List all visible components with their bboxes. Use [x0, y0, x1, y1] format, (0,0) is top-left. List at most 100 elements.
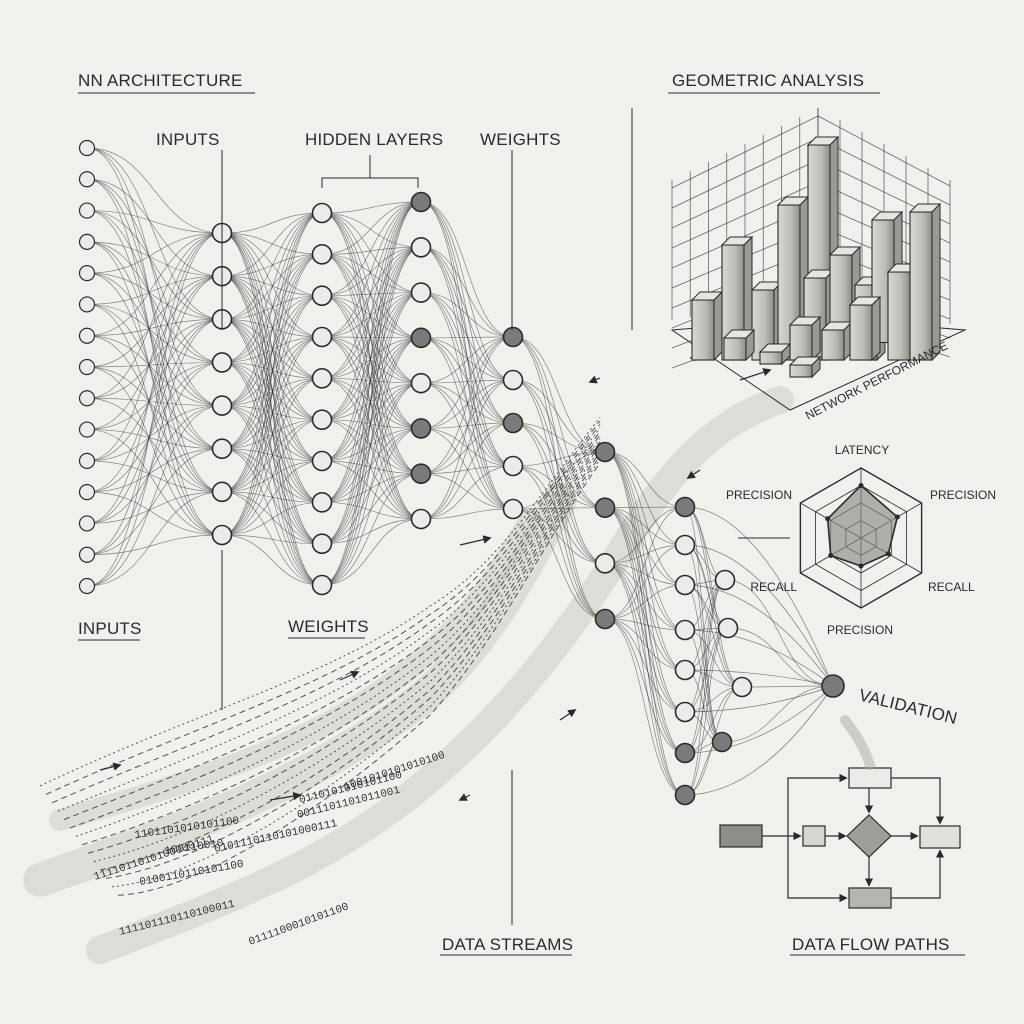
- network-node: [410, 282, 432, 303]
- stream-line: [117, 462, 601, 896]
- connection-line: [604, 507, 686, 796]
- stream-line: [81, 441, 601, 846]
- connection-line: [321, 336, 422, 429]
- flow-link: [787, 836, 848, 903]
- hidden-layers-label: HIDDEN LAYERS: [305, 130, 443, 149]
- connection-line: [221, 362, 323, 462]
- connection-line: [221, 212, 323, 277]
- radar-point: [894, 514, 900, 520]
- connection-line: [420, 336, 514, 384]
- connection-line: [321, 246, 422, 338]
- connection-line: [420, 382, 514, 467]
- network-node: [410, 463, 432, 485]
- connection-line: [604, 562, 686, 586]
- network-node: [674, 742, 696, 764]
- connection-line: [86, 275, 223, 556]
- connection-line: [86, 397, 223, 406]
- stream-line: [51, 424, 601, 804]
- network-node: [78, 171, 96, 188]
- connection-line: [321, 201, 422, 586]
- connection-line: [321, 518, 422, 586]
- connection-line: [684, 506, 834, 687]
- network-node: [211, 395, 233, 416]
- connection-line: [321, 295, 422, 384]
- flow-box-bottom: [848, 887, 892, 909]
- connection-line: [221, 491, 323, 586]
- connection-line: [420, 292, 514, 467]
- connection-line: [221, 212, 323, 320]
- stream-arrow: [458, 793, 471, 801]
- stream-band: [86, 386, 794, 964]
- label-leaders: [78, 92, 965, 956]
- connection-line: [512, 379, 606, 564]
- connection-line: [604, 618, 686, 754]
- connection-line: [321, 295, 422, 339]
- connection-line: [512, 465, 606, 509]
- connection-line: [86, 232, 223, 274]
- connection-line: [321, 212, 422, 429]
- connection-line: [86, 275, 223, 368]
- network-node: [674, 701, 696, 723]
- radar-axis-label: RECALL: [750, 580, 797, 594]
- connection-line: [684, 506, 729, 629]
- connection-line: [86, 275, 223, 430]
- connection-line: [86, 405, 223, 524]
- network-node: [78, 139, 96, 157]
- connection-line: [221, 377, 323, 406]
- validation-label: VALIDATION: [857, 685, 959, 728]
- stream-arrow: [588, 375, 601, 384]
- network-node: [674, 619, 696, 641]
- connection-line: [321, 377, 422, 429]
- connection-line: [684, 685, 834, 754]
- connection-line: [420, 336, 514, 429]
- network-node: [717, 617, 739, 639]
- connection-line: [420, 201, 514, 381]
- connection-line: [86, 241, 223, 536]
- stream-line: [93, 448, 601, 863]
- connection-line: [221, 405, 323, 421]
- bar: [759, 351, 783, 365]
- flow-box-top: [848, 767, 892, 789]
- network-node: [674, 574, 696, 596]
- connection-line: [86, 275, 223, 493]
- network-node: [674, 496, 696, 518]
- connection-line: [321, 292, 422, 338]
- connection-line: [221, 232, 323, 297]
- connection-line: [321, 212, 422, 248]
- connection-line: [321, 253, 422, 429]
- connection-line: [321, 212, 422, 384]
- connection-line: [684, 629, 834, 687]
- connection-line: [86, 147, 223, 406]
- flow-link: [891, 849, 945, 899]
- connection-line: [684, 506, 743, 688]
- stream-line: [63, 431, 601, 821]
- connection-line: [420, 379, 514, 520]
- connection-line: [321, 201, 422, 297]
- connection-line: [604, 618, 686, 713]
- stream-arrow: [99, 762, 122, 771]
- connection-line: [221, 377, 323, 536]
- connection-line: [321, 428, 422, 545]
- connection-line: [321, 201, 422, 503]
- network-node: [78, 546, 96, 563]
- connection-line: [512, 422, 606, 509]
- radar-axis-label: RECALL: [928, 580, 975, 594]
- connection-line: [512, 508, 606, 620]
- connection-line: [420, 379, 514, 429]
- connection-line: [321, 382, 422, 421]
- connection-line: [321, 337, 422, 421]
- connection-line: [604, 507, 686, 546]
- connection-line: [512, 451, 606, 510]
- network-node: [410, 508, 432, 530]
- connection-line: [221, 253, 323, 277]
- connection-line: [86, 318, 223, 524]
- network-node: [594, 497, 616, 518]
- connection-line: [86, 178, 223, 277]
- network-node: [311, 202, 333, 224]
- connection-line: [604, 507, 686, 671]
- connection-line: [86, 241, 223, 363]
- grid-line: [671, 137, 819, 209]
- connection-line: [684, 584, 834, 687]
- connection-line: [86, 232, 223, 399]
- connection-line: [420, 422, 514, 475]
